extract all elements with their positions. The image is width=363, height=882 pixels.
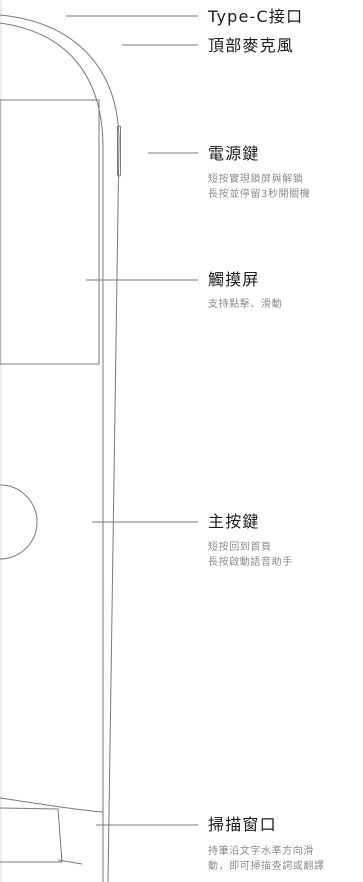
- device-outer-body: [0, 14, 120, 882]
- scan-window-shape: [0, 807, 63, 863]
- power-key-title: 電源鍵: [208, 144, 260, 163]
- top-microphone-title: 頂部麥克風: [208, 36, 295, 55]
- scan-window-divider: [0, 797, 104, 813]
- type-c-port-title: Type-C接口: [208, 7, 304, 26]
- device-inner-body: [0, 22, 104, 882]
- touch-screen-desc-line-1: 支持點擊、滑動: [208, 299, 283, 310]
- scan-window-title: 掃描窗口: [208, 815, 277, 834]
- power-key-desc-line-2: 長按並停留3秒開關機: [208, 189, 311, 200]
- home-key-title: 主按鍵: [208, 512, 260, 531]
- touch-screen-shape: [0, 99, 100, 365]
- home-key-desc-line-2: 長按啟動語音助手: [208, 557, 293, 568]
- home-key-shape: [0, 484, 38, 560]
- left-edge-strip: [0, 0, 2, 882]
- home-key-desc-line-1: 短按回到首頁: [208, 542, 272, 553]
- power-key-shape: [117, 125, 121, 177]
- power-key-desc-line-1: 短按實現鎖屏與解鎖: [208, 174, 304, 185]
- scan-window-desc-line-1: 持筆沿文字水準方向滑: [208, 846, 314, 857]
- scan-window-desc-line-2: 動，即可掃描查詞或翻譯: [208, 861, 325, 872]
- touch-screen-title: 觸摸屏: [208, 270, 260, 289]
- scan-window-tip: [57, 859, 83, 865]
